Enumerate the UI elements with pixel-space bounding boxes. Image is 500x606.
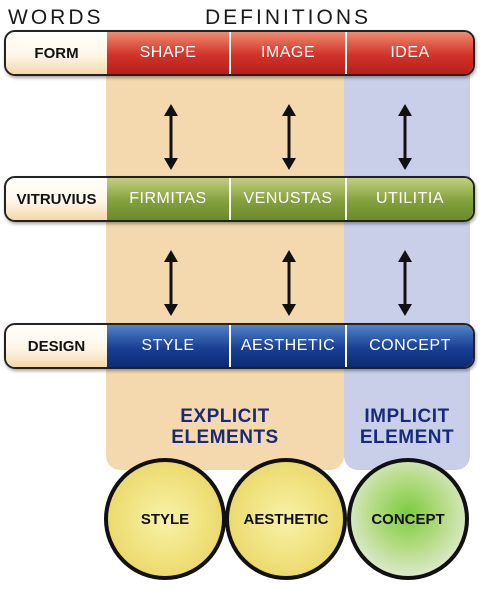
implicit-caption-line2: ELEMENT bbox=[359, 427, 455, 448]
row-word-design: DESIGN bbox=[6, 325, 107, 367]
cell-idea: IDEA bbox=[345, 32, 473, 74]
design-row: DESIGN STYLE AESTHETIC CONCEPT bbox=[4, 323, 475, 369]
implicit-caption: IMPLICIT ELEMENT bbox=[344, 406, 470, 448]
explicit-caption: EXPLICIT ELEMENTS bbox=[106, 406, 344, 448]
vitruvius-row: VITRUVIUS FIRMITAS VENUSTAS UTILITIA bbox=[4, 176, 475, 222]
double-arrow-icon bbox=[282, 104, 296, 170]
row-word-vitruvius: VITRUVIUS bbox=[6, 178, 107, 220]
double-arrow-icon bbox=[398, 250, 412, 316]
row-word-form: FORM bbox=[6, 32, 107, 74]
cell-image: IMAGE bbox=[229, 32, 345, 74]
double-arrow-icon bbox=[164, 250, 178, 316]
concept-circle: CONCEPT bbox=[347, 458, 469, 580]
form-row: FORM SHAPE IMAGE IDEA bbox=[4, 30, 475, 76]
explicit-panel bbox=[106, 60, 344, 470]
aesthetic-circle: AESTHETIC bbox=[225, 458, 347, 580]
explicit-caption-line1: EXPLICIT bbox=[180, 406, 270, 427]
explicit-caption-line2: ELEMENTS bbox=[171, 427, 279, 448]
double-arrow-icon bbox=[398, 104, 412, 170]
cell-shape: SHAPE bbox=[107, 32, 229, 74]
implicit-caption-line1: IMPLICIT bbox=[364, 406, 450, 427]
cell-venustas: VENUSTAS bbox=[229, 178, 345, 220]
double-arrow-icon bbox=[282, 250, 296, 316]
style-circle: STYLE bbox=[104, 458, 226, 580]
cell-concept: CONCEPT bbox=[345, 325, 473, 367]
cell-style: STYLE bbox=[107, 325, 229, 367]
implicit-panel bbox=[344, 60, 470, 470]
definitions-header: DEFINITIONS bbox=[205, 6, 372, 29]
words-header: WORDS bbox=[8, 6, 104, 29]
cell-aesthetic: AESTHETIC bbox=[229, 325, 345, 367]
double-arrow-icon bbox=[164, 104, 178, 170]
cell-utilitia: UTILITIA bbox=[345, 178, 473, 220]
cell-firmitas: FIRMITAS bbox=[107, 178, 229, 220]
